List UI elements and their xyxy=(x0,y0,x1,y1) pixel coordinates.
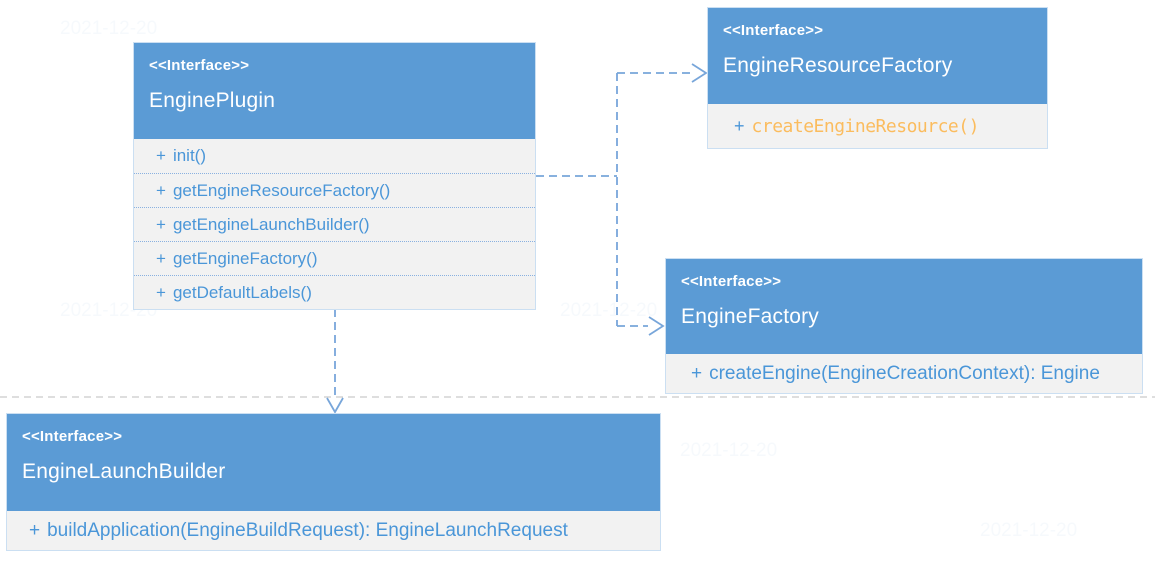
stereotype-label: <<Interface>> xyxy=(22,428,123,445)
method-signature: init() xyxy=(172,146,206,165)
visibility-plus: + xyxy=(156,248,166,268)
method-signature: buildApplication(EngineBuildRequest): En… xyxy=(47,519,568,541)
method-signature: createEngine(EngineCreationContext): Eng… xyxy=(709,362,1100,384)
method-row: + getEngineFactory() xyxy=(134,241,535,275)
class-box-enginefactory: <<Interface>> EngineFactory + createEngi… xyxy=(665,258,1143,394)
class-box-engineresourcefactory: <<Interface>> EngineResourceFactory + cr… xyxy=(707,7,1048,149)
method-signature: createEngineResource() xyxy=(751,115,980,137)
visibility-plus: + xyxy=(29,519,41,541)
visibility-plus: + xyxy=(156,282,166,302)
class-header: <<Interface>> EngineLaunchBuilder xyxy=(7,414,660,511)
method-signature: getEngineFactory() xyxy=(172,248,318,268)
method-signature: getEngineResourceFactory() xyxy=(172,180,391,200)
visibility-plus: + xyxy=(156,180,166,200)
class-name: EngineLaunchBuilder xyxy=(22,460,226,483)
open-arrowhead-enginelaunchbuilder xyxy=(326,397,344,414)
class-header: <<Interface>> EngineFactory xyxy=(666,259,1142,354)
class-header: <<Interface>> EngineResourceFactory xyxy=(708,8,1047,104)
class-header: <<Interface>> EnginePlugin xyxy=(134,43,535,139)
visibility-plus: + xyxy=(734,115,745,136)
class-methods: + buildApplication(EngineBuildRequest): … xyxy=(7,511,660,550)
visibility-plus: + xyxy=(691,362,703,384)
stereotype-label: <<Interface>> xyxy=(723,22,824,39)
stereotype-label: <<Interface>> xyxy=(149,57,250,74)
method-row: + createEngineResource() xyxy=(708,104,1047,148)
class-methods: + createEngine(EngineCreationContext): E… xyxy=(666,354,1142,393)
method-row: + createEngine(EngineCreationContext): E… xyxy=(666,354,1142,393)
method-signature: getEngineLaunchBuilder() xyxy=(172,214,370,234)
class-box-engineplugin: <<Interface>> EnginePlugin + init() + ge… xyxy=(133,42,536,310)
class-methods: + init() + getEngineResourceFactory() + … xyxy=(134,139,535,309)
method-row: + buildApplication(EngineBuildRequest): … xyxy=(7,511,660,550)
method-row: + getEngineResourceFactory() xyxy=(134,173,535,207)
method-signature: getDefaultLabels() xyxy=(172,282,312,302)
class-box-enginelaunchbuilder: <<Interface>> EngineLaunchBuilder + buil… xyxy=(6,413,661,551)
class-name: EngineFactory xyxy=(681,305,820,328)
class-name: EngineResourceFactory xyxy=(723,54,953,77)
open-arrowhead-engineresourcefactory xyxy=(691,63,708,83)
stereotype-label: <<Interface>> xyxy=(681,273,782,290)
class-methods: + createEngineResource() xyxy=(708,104,1047,148)
method-row: + init() xyxy=(134,139,535,173)
class-name: EnginePlugin xyxy=(149,89,276,112)
visibility-plus: + xyxy=(156,214,166,234)
method-row: + getEngineLaunchBuilder() xyxy=(134,207,535,241)
visibility-plus: + xyxy=(156,146,166,165)
open-arrowhead-enginefactory xyxy=(648,316,665,336)
method-row: + getDefaultLabels() xyxy=(134,275,535,309)
